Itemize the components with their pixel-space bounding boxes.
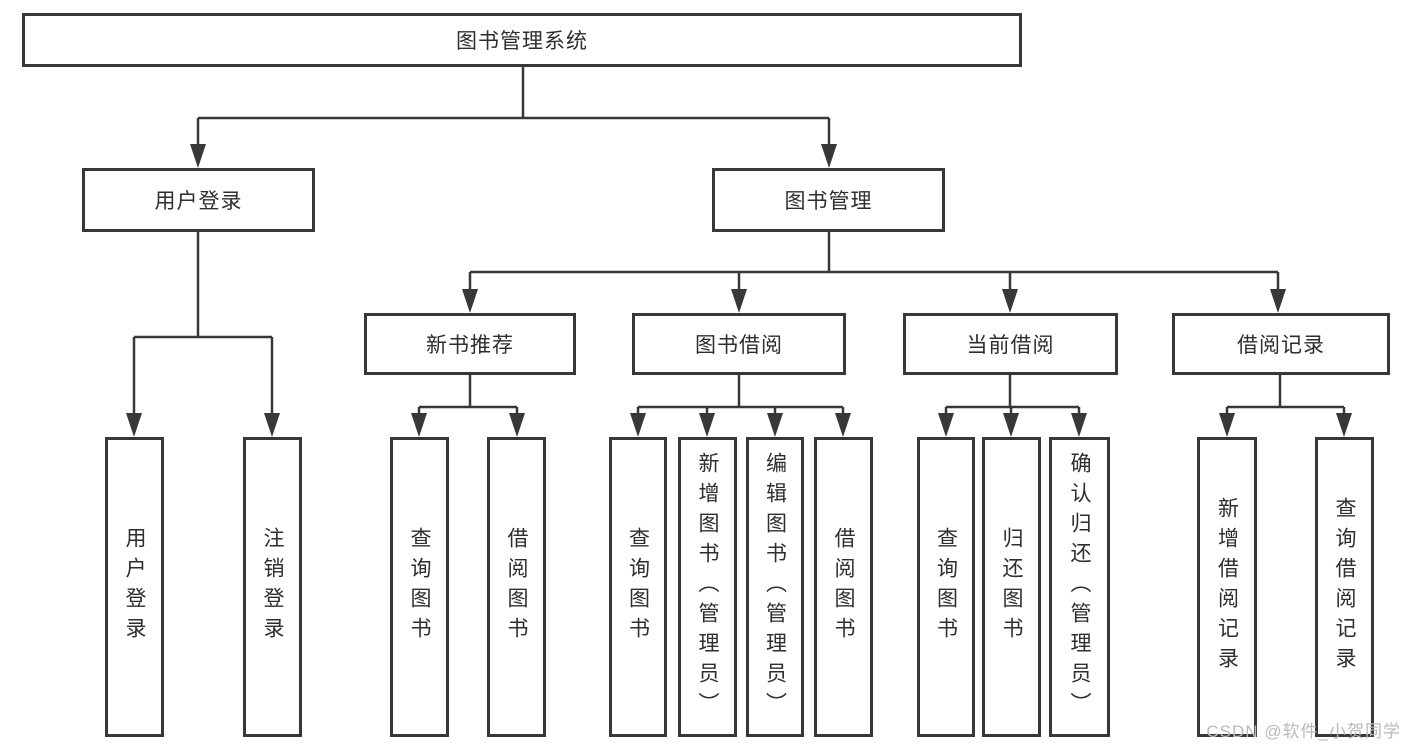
- leaf-borrowing-edit-book-admin: 编辑图书（管理员）: [746, 437, 804, 737]
- leaf-current-query-books-label: 查询图书: [934, 527, 958, 647]
- leaf-records-add-record-label: 新增借阅记录: [1215, 497, 1239, 677]
- connector-login-children: [132, 232, 274, 416]
- arrowheads-borrowing-children: [630, 413, 851, 437]
- arrowheads-current-children: [938, 413, 1087, 437]
- leaf-recommend-borrow-books-label: 借阅图书: [505, 527, 528, 647]
- leaf-borrowing-query-books-label: 查询图书: [626, 527, 650, 647]
- leaf-user-login-label: 用户登录: [123, 527, 146, 647]
- node-new-book-recommend-label: 新书推荐: [426, 334, 514, 357]
- branch-user-login: 用户登录: [82, 168, 315, 232]
- node-borrowing-records-label: 借阅记录: [1237, 334, 1325, 357]
- node-borrowing-records: 借阅记录: [1172, 313, 1390, 375]
- leaf-logout-label: 注销登录: [261, 527, 284, 647]
- connector-recommend-children: [417, 375, 519, 416]
- leaf-borrowing-edit-book-admin-label: 编辑图书（管理员）: [763, 452, 787, 722]
- leaf-current-confirm-return-admin: 确认归还（管理员）: [1049, 437, 1110, 737]
- branch-user-login-label: 用户登录: [154, 190, 243, 213]
- node-root: 图书管理系统: [22, 13, 1022, 67]
- arrowheads-mgmt-children: [462, 289, 1286, 313]
- leaf-logout: 注销登录: [243, 437, 302, 737]
- leaf-records-add-record: 新增借阅记录: [1197, 437, 1257, 737]
- node-book-borrowing-label: 图书借阅: [695, 334, 783, 357]
- node-new-book-recommend: 新书推荐: [364, 313, 576, 375]
- leaf-current-return-books: 归还图书: [982, 437, 1041, 737]
- leaf-current-confirm-return-admin-label: 确认归还（管理员）: [1068, 452, 1091, 722]
- leaf-borrowing-add-book-admin: 新增图书（管理员）: [678, 437, 737, 737]
- leaf-records-query-record-label: 查询借阅记录: [1333, 497, 1356, 677]
- node-root-label: 图书管理系统: [456, 30, 588, 53]
- connector-current-children: [944, 375, 1081, 416]
- leaf-borrowing-borrow-books-label: 借阅图书: [832, 527, 855, 647]
- leaf-current-return-books-label: 归还图书: [1000, 527, 1023, 647]
- leaf-user-login: 用户登录: [105, 437, 164, 737]
- leaf-borrowing-query-books: 查询图书: [609, 437, 667, 737]
- branch-book-management: 图书管理: [712, 168, 945, 232]
- connector-records-children: [1225, 375, 1346, 416]
- arrowheads-level2: [190, 144, 837, 168]
- node-book-borrowing: 图书借阅: [632, 313, 846, 375]
- connector-root-to-level2: [196, 67, 831, 147]
- leaf-records-query-record: 查询借阅记录: [1315, 437, 1374, 737]
- arrowheads-records-children: [1219, 413, 1352, 437]
- leaf-borrowing-borrow-books: 借阅图书: [814, 437, 873, 737]
- leaf-recommend-query-books-label: 查询图书: [408, 527, 431, 647]
- branch-book-management-label: 图书管理: [784, 190, 873, 213]
- arrowheads-login-children: [126, 413, 280, 437]
- node-current-borrowing: 当前借阅: [903, 313, 1118, 375]
- connector-borrowing-children: [636, 375, 845, 416]
- leaf-current-query-books: 查询图书: [917, 437, 975, 737]
- node-current-borrowing-label: 当前借阅: [966, 334, 1055, 357]
- leaf-recommend-borrow-books: 借阅图书: [487, 437, 546, 737]
- csdn-watermark: CSDN @软件_小贺同学: [1206, 722, 1401, 741]
- leaf-borrowing-add-book-admin-label: 新增图书（管理员）: [696, 452, 719, 722]
- connector-mgmt-children: [468, 232, 1280, 292]
- arrowheads-recommend-children: [411, 413, 525, 437]
- leaf-recommend-query-books: 查询图书: [390, 437, 449, 737]
